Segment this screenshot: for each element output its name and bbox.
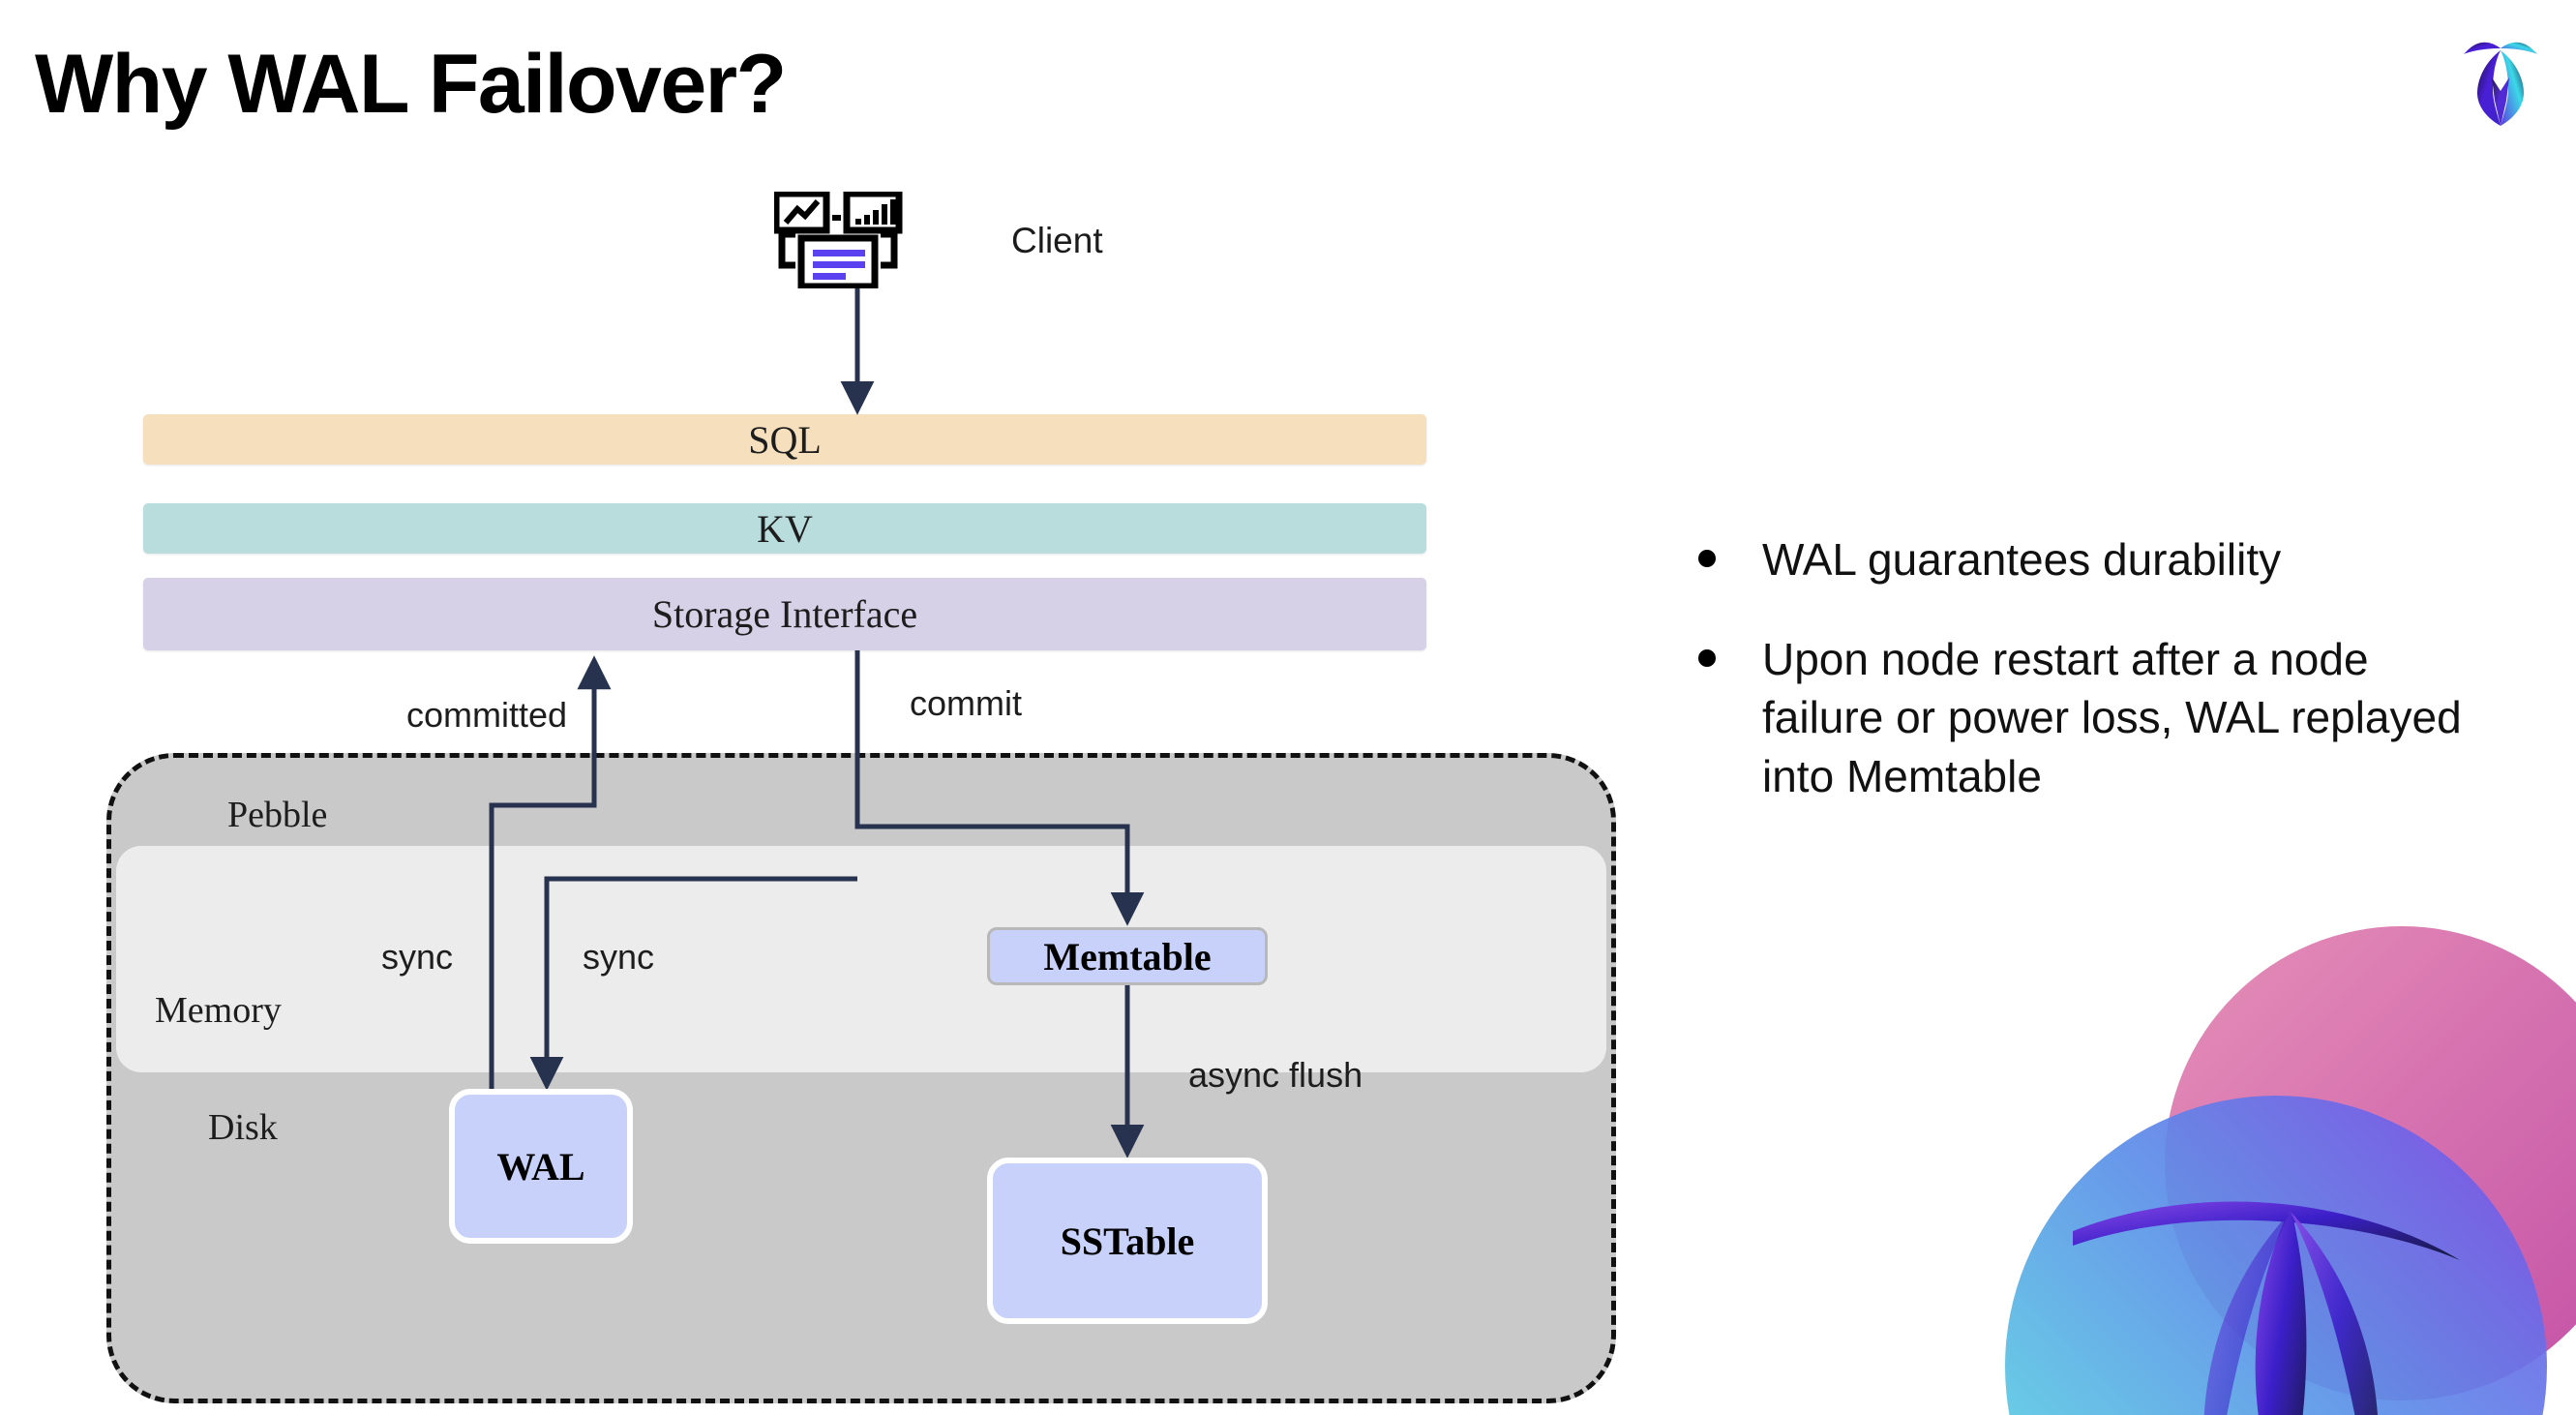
list-item: Upon node restart after a node failure o… xyxy=(1698,630,2501,806)
bullet-text: WAL guarantees durability xyxy=(1762,534,2282,585)
edge-label-async-flush: async flush xyxy=(1188,1055,1363,1095)
bullet-text: Upon node restart after a node failure o… xyxy=(1762,633,2462,802)
memory-label: Memory xyxy=(155,990,282,1031)
list-item: WAL guarantees durability xyxy=(1698,530,2501,589)
edge-label-committed: committed xyxy=(406,695,568,735)
node-memtable[interactable]: Memtable xyxy=(987,927,1268,985)
disk-label: Disk xyxy=(208,1107,278,1148)
bullet-dot-icon xyxy=(1698,648,1716,667)
client-monitor-icon xyxy=(772,190,929,290)
node-sstable[interactable]: SSTable xyxy=(987,1158,1268,1324)
memory-region xyxy=(116,846,1606,1072)
bullet-dot-icon xyxy=(1698,550,1716,567)
client-label: Client xyxy=(1011,221,1103,260)
cockroach-labs-logo-icon xyxy=(2446,23,2555,139)
bullet-list: WAL guarantees durability Upon node rest… xyxy=(1698,530,2501,847)
cockroach-labs-watermark-icon xyxy=(1995,912,2576,1415)
edge-label-sync-left: sync xyxy=(381,937,454,977)
layer-bar-sql[interactable]: SQL xyxy=(143,414,1426,465)
layer-bar-storage-interface[interactable]: Storage Interface xyxy=(143,578,1426,650)
edge-label-sync-right: sync xyxy=(583,937,655,977)
edge-label-commit: commit xyxy=(910,683,1022,723)
layer-bar-kv[interactable]: KV xyxy=(143,503,1426,554)
page-title: Why WAL Failover? xyxy=(35,38,787,131)
pebble-label: Pebble xyxy=(227,795,328,835)
node-wal[interactable]: WAL xyxy=(449,1089,633,1244)
architecture-diagram: Client SQL KV Storage Interface Pebble M… xyxy=(106,190,1616,1403)
